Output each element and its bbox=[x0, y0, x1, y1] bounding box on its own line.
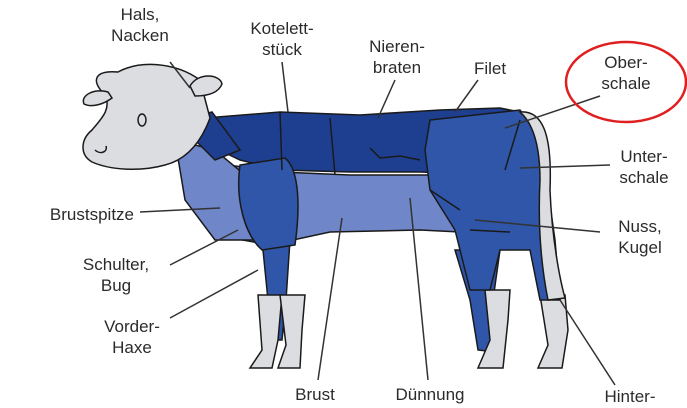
label-brustspitze: Brustspitze bbox=[4, 204, 134, 225]
label-schale: schale bbox=[586, 73, 666, 94]
label-oberschale: Ober- schale bbox=[586, 52, 666, 94]
label-nuss: Nuss, bbox=[600, 216, 680, 237]
label-vorder: Vorder- bbox=[92, 316, 172, 337]
front-hoof-left bbox=[250, 295, 282, 368]
label-nacken: Nacken bbox=[92, 25, 188, 46]
label-kugel: Kugel bbox=[600, 237, 680, 258]
label-vorderhaxe: Vorder- Haxe bbox=[92, 316, 172, 358]
label-ober: Ober- bbox=[586, 52, 666, 73]
label-nieren: Nieren- bbox=[352, 36, 442, 57]
label-kotelett: Kotelett- bbox=[232, 18, 332, 39]
label-filet: Filet bbox=[460, 58, 520, 79]
label-kotelettstueck: Kotelett- stück bbox=[232, 18, 332, 60]
label-brust: Brust bbox=[280, 384, 350, 405]
label-nuss-kugel: Nuss, Kugel bbox=[600, 216, 680, 258]
label-hinter: Hinter- bbox=[590, 386, 670, 407]
label-unterschale: Unter- schale bbox=[604, 146, 684, 188]
label-haxe: Haxe bbox=[92, 337, 172, 358]
label-duennung: Dünnung bbox=[380, 384, 480, 405]
label-nierenbraten: Nieren- braten bbox=[352, 36, 442, 78]
label-hals: Hals, bbox=[92, 4, 188, 25]
label-hals-nacken: Hals, Nacken bbox=[92, 4, 188, 46]
label-stueck: stück bbox=[232, 39, 332, 60]
label-bug: Bug bbox=[66, 275, 166, 296]
label-unterschale-2: schale bbox=[604, 167, 684, 188]
label-schulter-bug: Schulter, Bug bbox=[66, 254, 166, 296]
label-schulter: Schulter, bbox=[66, 254, 166, 275]
label-braten: braten bbox=[352, 57, 442, 78]
label-unter: Unter- bbox=[604, 146, 684, 167]
